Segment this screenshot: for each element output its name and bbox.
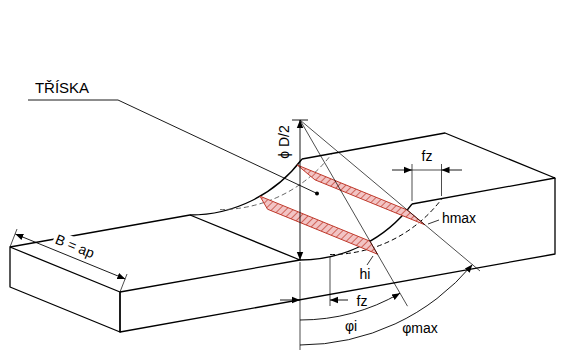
radius-label: ϕ D/2 — [276, 125, 292, 159]
hi-leader — [367, 256, 373, 265]
feed-arrow — [392, 170, 412, 171]
extension-line — [441, 164, 442, 196]
chip-leader — [28, 100, 316, 193]
leader-dot — [315, 192, 319, 196]
feed-arrow — [280, 300, 300, 301]
angle-label: φi — [345, 318, 357, 334]
max-thickness-label: hmax — [442, 210, 476, 226]
thickness-label: hi — [360, 266, 371, 282]
chip-section-hi — [260, 196, 378, 254]
angle-label: φmax — [402, 320, 438, 336]
next-tooth-back-arc — [220, 154, 332, 209]
radius-dimension — [300, 120, 301, 260]
uncut-top-surface — [302, 133, 555, 204]
angle-arc-phi-i — [300, 293, 400, 320]
chip-section-hmax — [297, 165, 425, 225]
radial-line-phi-max — [300, 120, 480, 271]
chip-label: TŘÍSKA — [35, 80, 89, 96]
feed-arrow — [442, 170, 463, 171]
angle-arc-phi-max — [300, 265, 472, 345]
vertical-reference — [300, 262, 301, 350]
front-face — [120, 178, 555, 332]
left-face — [10, 247, 120, 332]
extension-line — [120, 274, 127, 292]
feed-arrow — [330, 300, 348, 301]
machined-surface — [10, 215, 300, 292]
extension-line — [10, 229, 17, 247]
radial-line-phi-i — [300, 120, 408, 306]
hmax-leader — [428, 220, 439, 224]
extension-line — [330, 257, 331, 306]
feed-label: fz — [357, 293, 368, 309]
feed-dimension — [412, 170, 442, 171]
feed-label: fz — [422, 148, 433, 164]
